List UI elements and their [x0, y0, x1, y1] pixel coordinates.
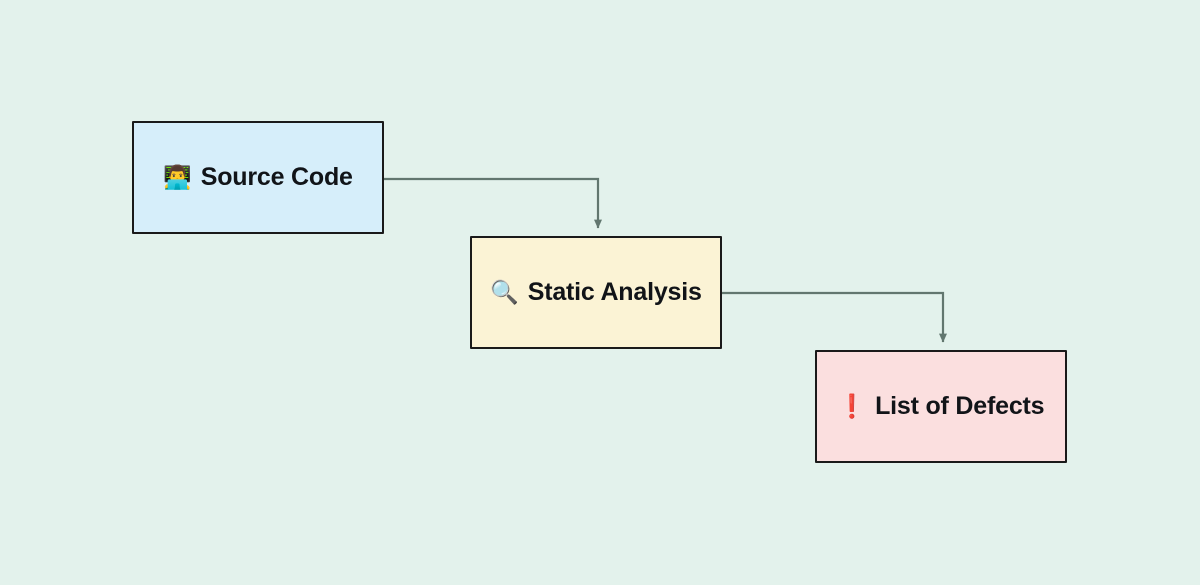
node-list-of-defects-text: List of Defects — [875, 392, 1045, 420]
node-list-of-defects[interactable]: ❗ List of Defects — [815, 350, 1067, 463]
node-source-code-label: 👨‍💻 Source Code — [163, 163, 353, 191]
magnifying-glass-icon: 🔍 — [490, 279, 519, 305]
node-source-code-text: Source Code — [200, 163, 353, 191]
node-static-analysis-text: Static Analysis — [527, 278, 702, 306]
exclamation-mark-icon: ❗ — [837, 393, 867, 419]
node-static-analysis-label: 🔍 Static Analysis — [490, 278, 702, 306]
edge-source-code-to-static-analysis — [384, 177, 602, 229]
node-source-code[interactable]: 👨‍💻 Source Code — [132, 121, 384, 234]
node-list-of-defects-label: ❗ List of Defects — [838, 394, 1045, 419]
edge-static-analysis-to-list-of-defects — [722, 291, 947, 343]
person-at-laptop-icon: 👨‍💻 — [163, 164, 192, 190]
node-static-analysis[interactable]: 🔍 Static Analysis — [470, 236, 722, 349]
